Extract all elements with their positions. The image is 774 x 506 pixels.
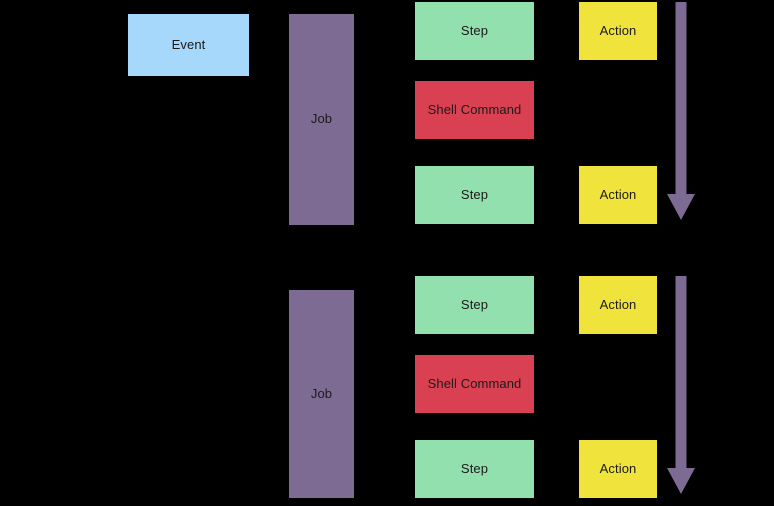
node-label: Shell Command xyxy=(427,101,522,117)
node-label: Action xyxy=(599,186,637,202)
node-label: Job xyxy=(310,385,333,401)
node-label: Job xyxy=(310,111,333,127)
node-step[interactable]: Step xyxy=(415,440,534,498)
node-shell-command[interactable]: Shell Command xyxy=(415,355,534,413)
node-label: Step xyxy=(460,22,489,38)
node-action[interactable]: Action xyxy=(579,276,657,334)
node-step[interactable]: Step xyxy=(415,276,534,334)
node-label: Shell Command xyxy=(427,375,522,391)
down-arrow-icon xyxy=(667,276,695,494)
node-action[interactable]: Action xyxy=(579,440,657,498)
node-action[interactable]: Action xyxy=(579,166,657,224)
node-label: Step xyxy=(460,296,489,312)
node-label: Action xyxy=(599,296,637,312)
node-action[interactable]: Action xyxy=(579,2,657,60)
down-arrow-icon xyxy=(667,2,695,220)
node-job[interactable]: Job xyxy=(289,290,354,498)
node-label: Step xyxy=(460,460,489,476)
node-job[interactable]: Job xyxy=(289,14,354,225)
node-label: Action xyxy=(599,460,637,476)
node-label: Event xyxy=(171,36,206,52)
node-step[interactable]: Step xyxy=(415,2,534,60)
node-step[interactable]: Step xyxy=(415,166,534,224)
node-label: Step xyxy=(460,186,489,202)
node-event[interactable]: Event xyxy=(128,14,249,76)
node-label: Action xyxy=(599,22,637,38)
node-shell-command[interactable]: Shell Command xyxy=(415,81,534,139)
